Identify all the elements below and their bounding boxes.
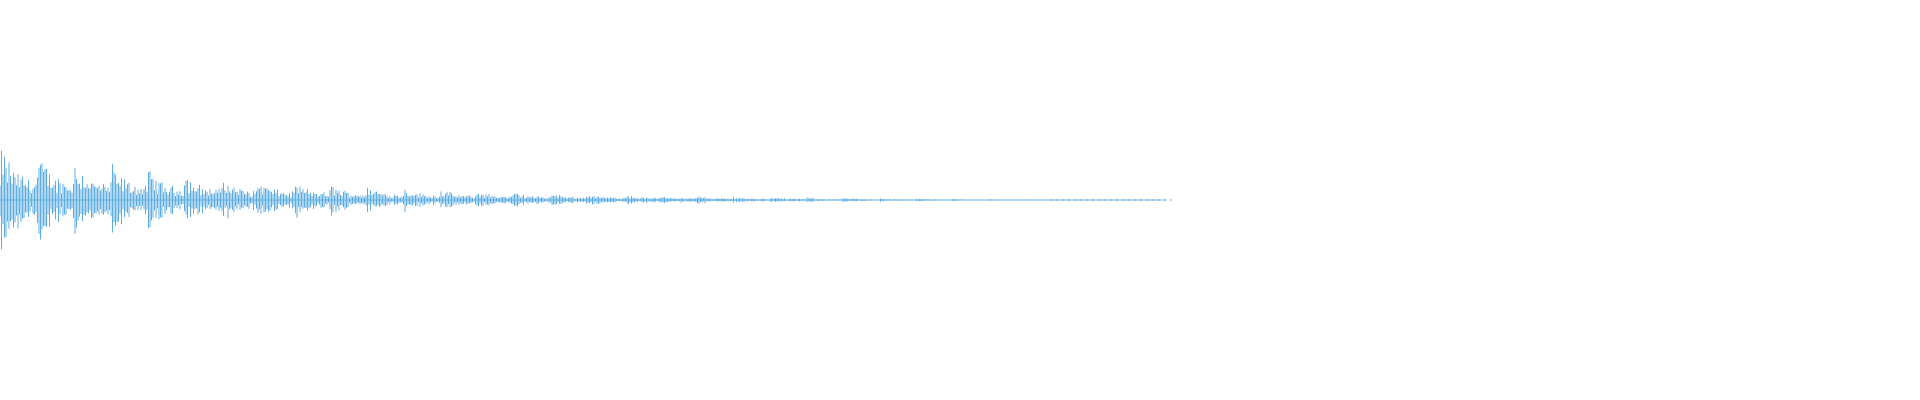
waveform-sample-lines	[0, 150, 1172, 250]
